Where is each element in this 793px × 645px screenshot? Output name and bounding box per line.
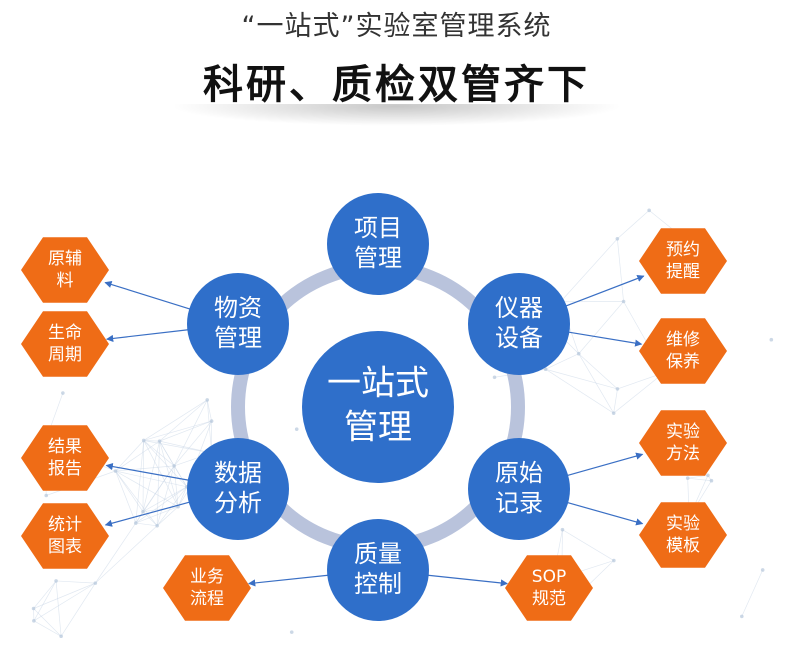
feature-label-line1: 业务	[190, 567, 224, 587]
connector-data-chart	[104, 501, 191, 527]
feature-label-line1: 统计	[48, 515, 82, 535]
module-circle	[187, 438, 289, 540]
feature-label-line2: 保养	[666, 352, 700, 372]
module-circle	[468, 438, 570, 540]
connector-materials-rawmaterial	[104, 281, 192, 310]
hexagon-shape	[163, 555, 251, 621]
connector-quality-sop	[426, 574, 508, 587]
feature-label-line1: 实验	[666, 514, 700, 534]
feature-label-line2: 周期	[48, 345, 82, 365]
hexagon-shape	[21, 425, 109, 491]
center-label-line2: 管理	[344, 408, 412, 448]
hexagon-shape	[639, 410, 727, 476]
feature-label-line1: 实验	[666, 422, 700, 442]
title-shadow	[170, 104, 623, 126]
hexagon-shape	[21, 311, 109, 377]
feature-label-line2: 图表	[48, 537, 82, 557]
hexagon-shape	[21, 503, 109, 569]
feature-label-line2: 流程	[190, 589, 224, 609]
feature-label-line2: 规范	[532, 589, 566, 609]
connector-materials-lifecycle	[106, 329, 190, 343]
feature-label-line2: 模板	[666, 536, 700, 556]
hexagon-shape	[639, 228, 727, 294]
module-label-line2: 控制	[354, 570, 402, 598]
connector-quality-workflow	[248, 574, 330, 587]
connector-record-template	[566, 501, 644, 526]
module-label-line1: 数据	[214, 459, 262, 487]
module-label-line1: 物资	[214, 294, 262, 322]
hexagon-shape	[505, 555, 593, 621]
feature-label-line2: 料	[57, 271, 74, 291]
module-label-line1: 原始	[495, 459, 543, 487]
page-subtitle: “一站式”实验室管理系统	[241, 11, 552, 42]
feature-label-line1: 结果	[48, 437, 82, 457]
module-circle	[468, 273, 570, 375]
feature-node-rawmaterial[interactable]: 原辅料	[21, 237, 109, 303]
module-label-line1: 质量	[354, 540, 402, 568]
module-label-line2: 分析	[214, 489, 262, 517]
module-label-line2: 记录	[495, 489, 543, 517]
feature-label-line1: 生命	[48, 323, 82, 343]
feature-label-line1: 预约	[666, 240, 700, 260]
module-circle	[327, 519, 429, 621]
connector-record-method	[566, 452, 644, 477]
hexagon-shape	[639, 502, 727, 568]
connector-instrument-reservation	[564, 275, 645, 307]
module-label-line2: 管理	[214, 324, 262, 352]
module-label-line1: 项目	[354, 214, 402, 242]
feature-label-line1: 原辅	[48, 249, 82, 269]
connector-data-report	[105, 463, 190, 481]
feature-label-line2: 报告	[48, 459, 82, 479]
module-circle	[327, 193, 429, 295]
feature-label-line1: SOP	[532, 567, 566, 587]
center-label-line1: 一站式	[327, 364, 429, 404]
feature-label-line1: 维修	[666, 330, 700, 350]
feature-label-line2: 提醒	[666, 262, 700, 282]
module-circle	[187, 273, 289, 375]
module-label-line1: 仪器	[495, 294, 543, 322]
connector-instrument-maintenance	[567, 331, 643, 347]
module-label-line2: 管理	[354, 244, 402, 272]
feature-label-line2: 方法	[666, 444, 700, 464]
hexagon-shape	[21, 237, 109, 303]
hexagon-shape	[639, 318, 727, 384]
connectors	[104, 275, 645, 587]
center-circle	[302, 331, 454, 483]
module-label-line2: 设备	[495, 324, 543, 352]
page-title: 科研、质检双管齐下	[203, 62, 590, 108]
